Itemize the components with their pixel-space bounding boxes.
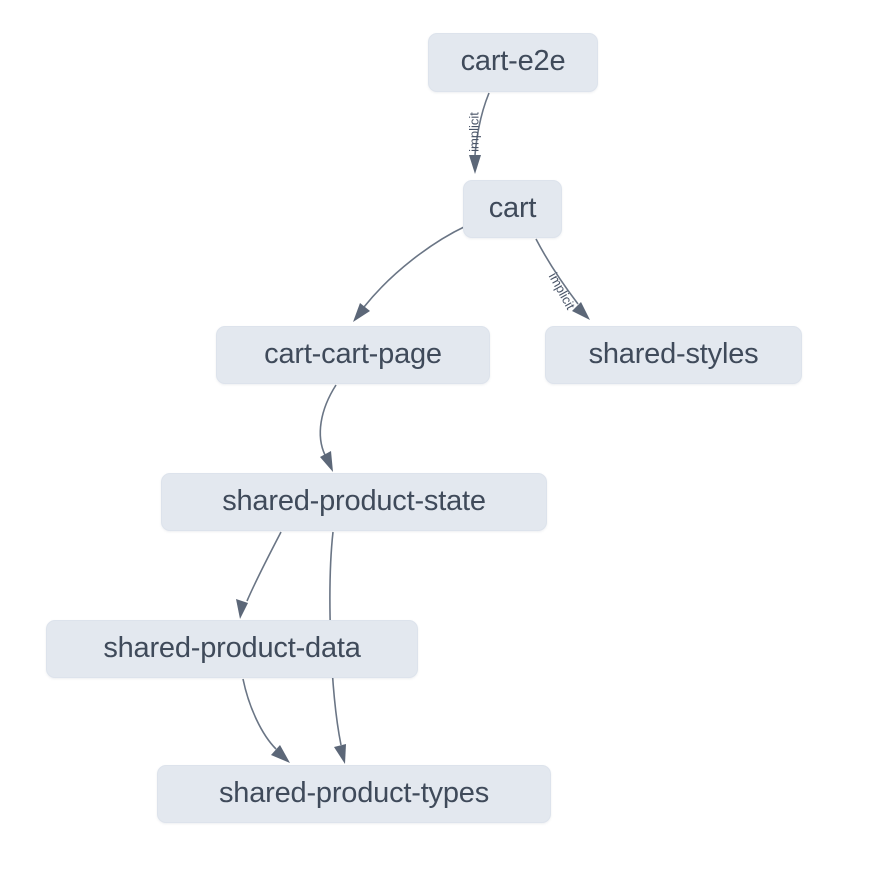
node-shared-styles[interactable]: shared-styles — [545, 326, 802, 384]
node-label: shared-product-state — [222, 484, 486, 517]
node-label: shared-styles — [588, 337, 759, 370]
node-label: shared-product-types — [218, 776, 490, 809]
node-cart-e2e[interactable]: cart-e2e — [428, 33, 598, 92]
node-shared-product-state[interactable]: shared-product-state — [161, 473, 547, 531]
node-label: cart-e2e — [460, 45, 566, 77]
edge-label-implicit-cart-e2e-cart: implicit — [466, 112, 482, 152]
node-label: cart — [488, 191, 537, 224]
edge-cart-to-shared-styles — [535, 238, 590, 320]
edge-cart-e2e-to-cart — [469, 92, 490, 174]
edge-cart-cart-page-to-shared-product-state — [319, 384, 337, 472]
edge-shared-product-state-to-shared-product-data — [236, 531, 282, 619]
edge-cart-to-cart-cart-page — [353, 225, 467, 322]
node-cart-cart-page[interactable]: cart-cart-page — [216, 326, 490, 384]
node-label: cart-cart-page — [264, 337, 442, 370]
node-cart[interactable]: cart — [463, 180, 562, 238]
node-label: shared-product-data — [103, 631, 361, 664]
node-shared-product-types[interactable]: shared-product-types — [157, 765, 551, 823]
edge-shared-product-data-to-shared-product-types — [242, 678, 290, 763]
node-shared-product-data[interactable]: shared-product-data — [46, 620, 418, 678]
